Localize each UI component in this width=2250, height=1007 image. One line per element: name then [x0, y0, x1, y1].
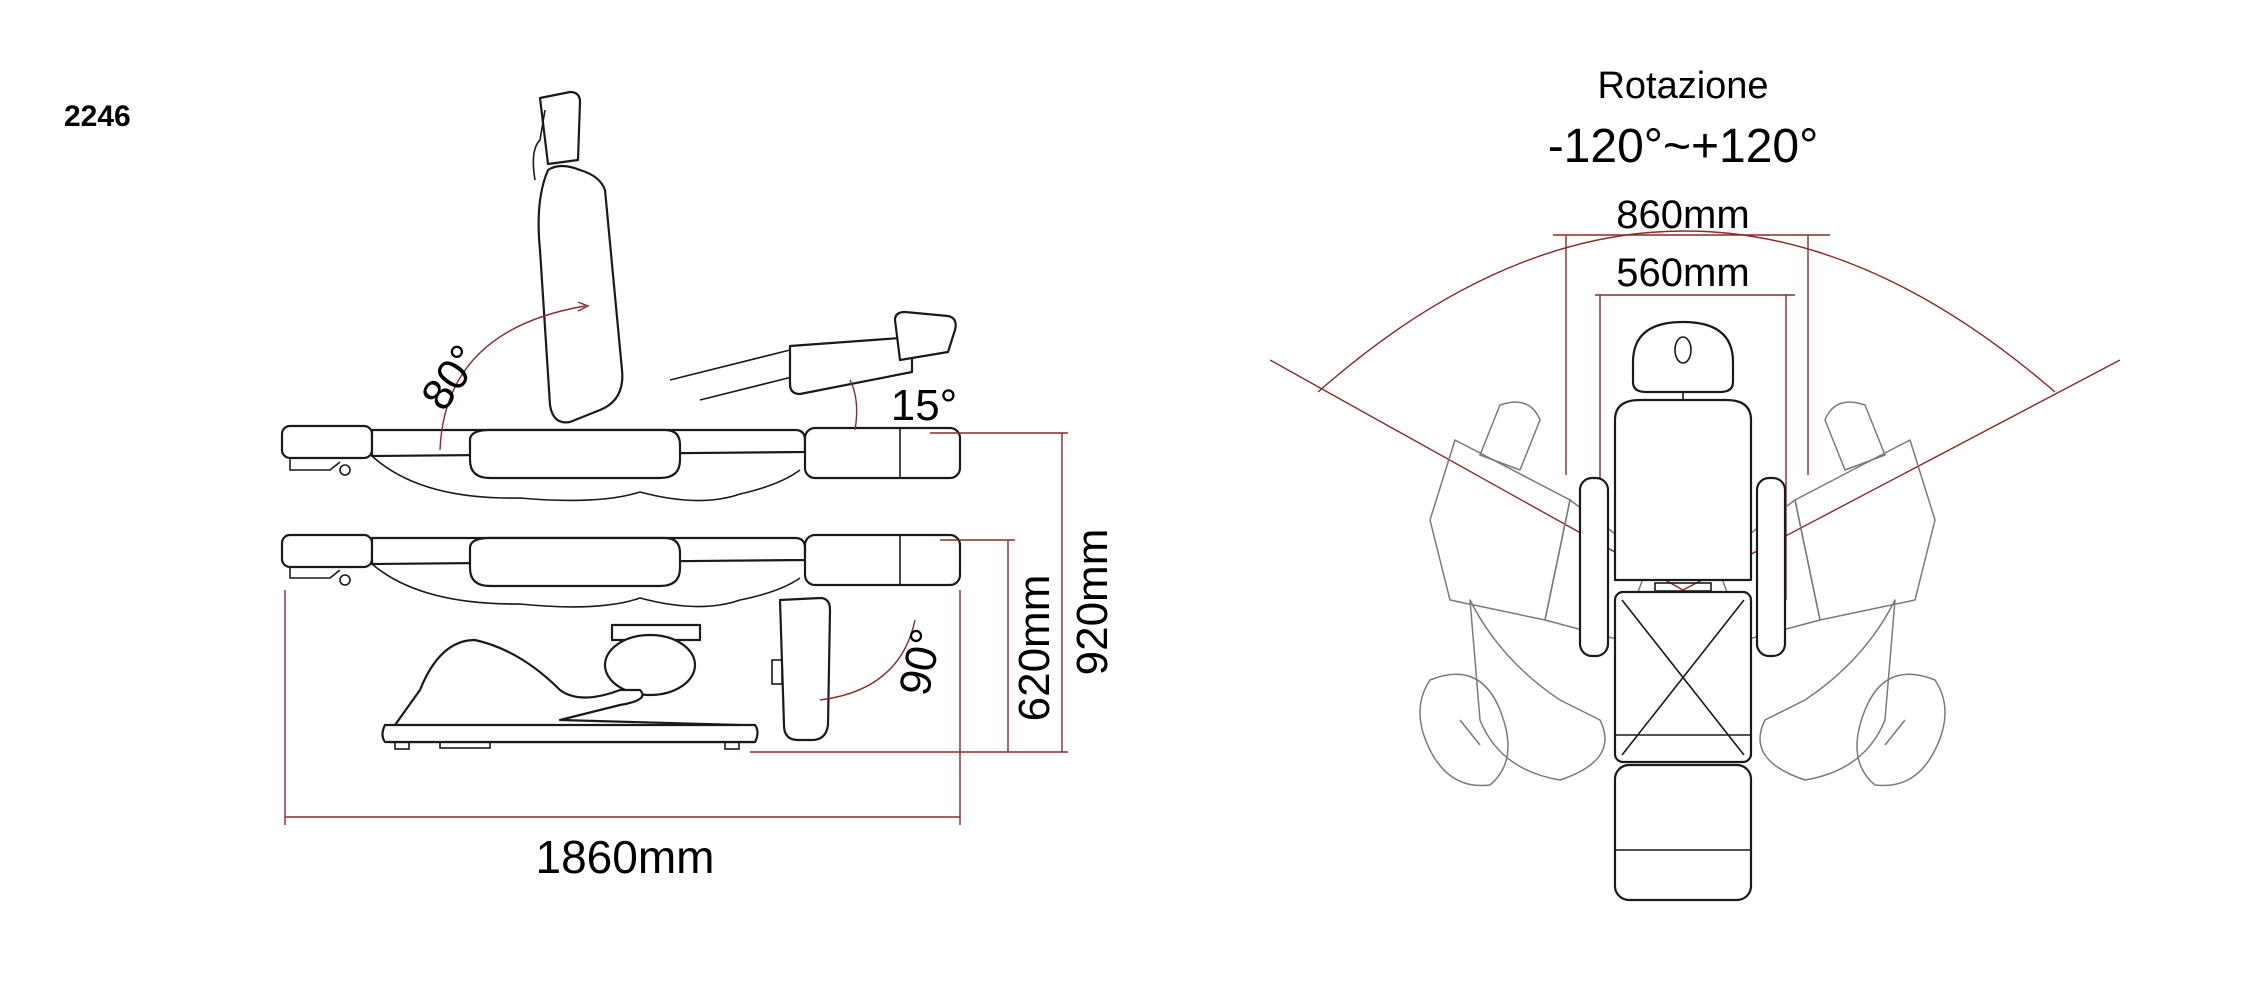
leg-drop-arc [819, 619, 916, 701]
backrest [537, 164, 624, 424]
left-armrest [1578, 476, 1610, 658]
rotation-limit-right [1682, 359, 2121, 591]
leg-tilt-label: 15° [891, 381, 958, 430]
top-chair [1578, 320, 1787, 902]
top-leg-cushion [1613, 763, 1753, 902]
inner-width-label: 560mm [1616, 251, 1749, 295]
leg-tilt-arc [849, 379, 858, 431]
backrest-head [538, 90, 582, 166]
rotated-chair-right [1714, 401, 1946, 787]
dropped-leg [778, 596, 832, 742]
side-dimensions [284, 432, 1068, 825]
max-height-label: 920mm [1068, 529, 1117, 676]
top-headrest [1631, 320, 1735, 394]
outer-width-label: 860mm [1616, 193, 1749, 237]
right-armrest [1755, 476, 1787, 658]
rotation-arc [1317, 230, 2056, 393]
rotation-title: Rotazione [1597, 65, 1768, 107]
headrest [280, 424, 374, 460]
model-code: 2246 [64, 100, 131, 133]
top-backrest [1613, 398, 1753, 582]
upper-chair-profile [280, 90, 962, 502]
back-angle-label: 80° [412, 336, 490, 419]
length-label: 1860mm [536, 831, 715, 883]
leg-drop-label: 90° [890, 624, 952, 699]
lower-chair-profile [280, 533, 962, 750]
leg-cushion [803, 426, 962, 480]
back-angle-arc [439, 305, 586, 451]
side-view: 80° 15° 90° 1860mm 620mm 920mm [280, 90, 1117, 883]
rotation-range: -120°~+120° [1548, 120, 1819, 173]
min-height-label: 620mm [1010, 575, 1059, 722]
top-view: Rotazione -120°~+120° 860mm 560mm [1269, 65, 2121, 902]
